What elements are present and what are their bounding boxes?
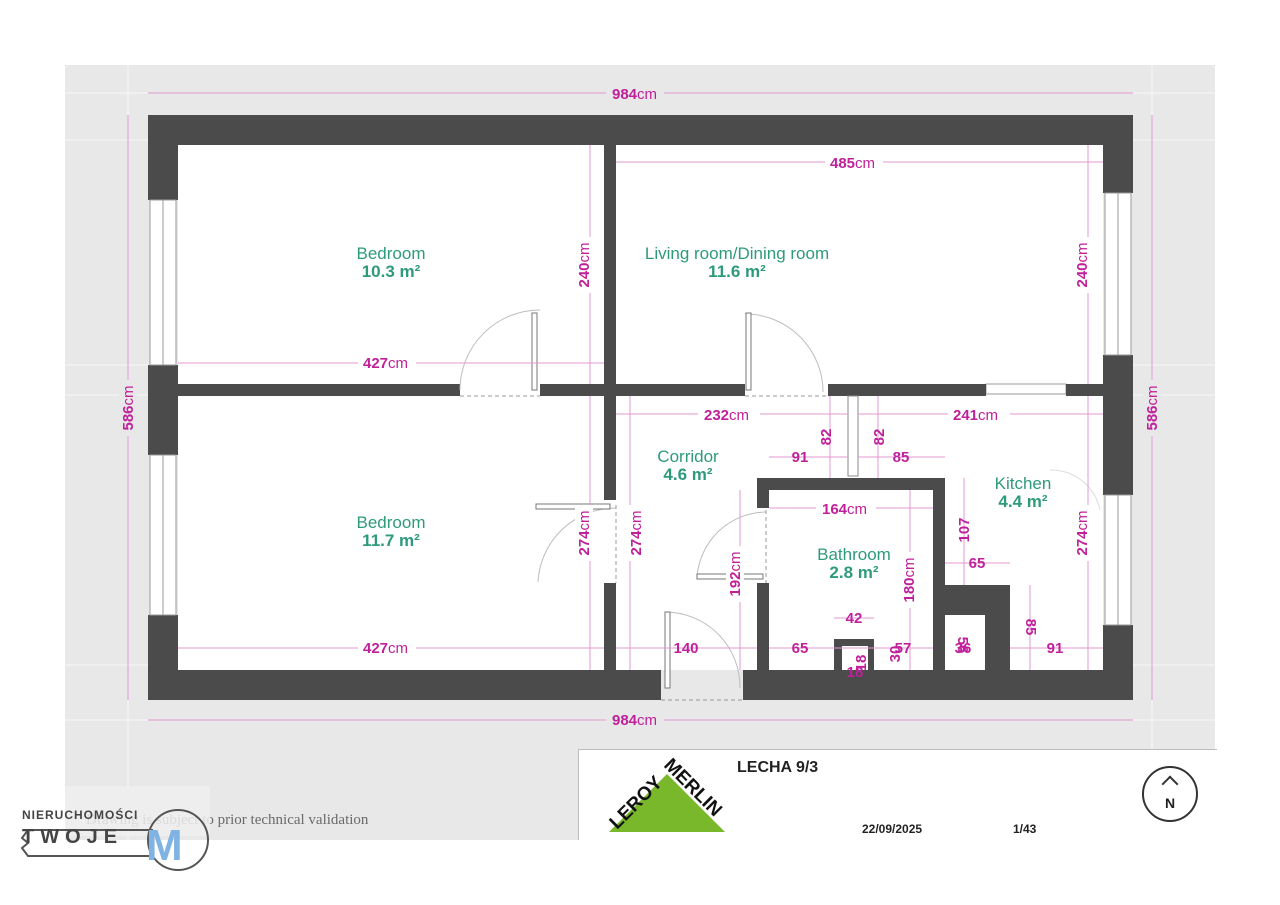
dimension-label: 984cm bbox=[612, 712, 657, 729]
room-area: 4.6 m² bbox=[663, 465, 712, 484]
dimension-label: 82 bbox=[871, 429, 888, 446]
windows bbox=[149, 192, 1132, 626]
room-area: 11.6 m² bbox=[708, 262, 766, 281]
interior-walls bbox=[178, 145, 1103, 670]
room-name: Kitchen bbox=[995, 474, 1052, 493]
leroy-merlin-logo: LEROY MERLIN bbox=[606, 755, 726, 834]
dimension-labels: 984cm 984cm 485cm 427cm 427cm 232cm 241c… bbox=[358, 84, 1010, 729]
room-name: Bedroom bbox=[357, 513, 426, 532]
dimension-label: 42 bbox=[846, 610, 863, 627]
dimension-label: 18 bbox=[853, 655, 870, 672]
door-thresholds bbox=[460, 395, 828, 701]
dimension-label: 91 bbox=[792, 449, 809, 466]
dimension-label: 30 bbox=[887, 646, 904, 663]
dimension-label: 65 bbox=[969, 555, 986, 572]
plan-date: 22/09/2025 bbox=[862, 822, 923, 836]
room-area: 10.3 m² bbox=[362, 262, 421, 281]
dimension-label: 192cm bbox=[727, 551, 744, 596]
dimension-label: 274cm bbox=[628, 510, 645, 555]
dimension-label: 85 bbox=[1022, 619, 1039, 636]
dimension-label: 85 bbox=[893, 449, 910, 466]
dimension-label: 240cm bbox=[576, 242, 593, 287]
dimension-label: 180cm bbox=[901, 557, 918, 602]
dimension-label: 586cm bbox=[120, 385, 137, 430]
dimension-label: 56 bbox=[954, 637, 971, 654]
dimension-label: 18 bbox=[847, 664, 864, 681]
dimension-label: 427cm bbox=[363, 640, 408, 657]
title-block: LEROY MERLIN LECHA 9/3 22/09/2025 1/43 N bbox=[578, 749, 1217, 840]
dimension-label: 485cm bbox=[830, 155, 875, 172]
exterior-walls bbox=[148, 115, 1133, 700]
dimension-label: 107 bbox=[956, 517, 973, 542]
watermark-top-text: NIERUCHOMOŚCI bbox=[22, 808, 139, 822]
dimension-label: 427cm bbox=[363, 355, 408, 372]
room-name: Bathroom bbox=[817, 545, 891, 564]
plan-title: LECHA 9/3 bbox=[737, 759, 819, 776]
dimension-label: 36 bbox=[955, 640, 972, 657]
room-area: 11.7 m² bbox=[362, 531, 420, 550]
north-arrow-icon bbox=[1161, 775, 1179, 793]
dimension-labels-vertical: 586cm 586cm 240cm 240cm 274cm 274cm 274c… bbox=[119, 237, 1161, 608]
svg-text:M: M bbox=[146, 821, 183, 870]
duct-opening bbox=[842, 646, 868, 670]
dimension-label: 274cm bbox=[576, 510, 593, 555]
page-number: 1/43 bbox=[1013, 822, 1037, 836]
dimension-label: 140 bbox=[673, 640, 698, 657]
dimension-label: 274cm bbox=[1074, 510, 1091, 555]
compass-icon: N bbox=[1142, 766, 1198, 822]
dimension-label: 232cm bbox=[704, 407, 749, 424]
dimension-label: 586cm bbox=[1144, 385, 1161, 430]
room-area: 4.4 m² bbox=[998, 492, 1047, 511]
dimension-label: 82 bbox=[818, 429, 835, 446]
room-name: Bedroom bbox=[357, 244, 426, 263]
watermark-key-text: TWOJE bbox=[22, 826, 124, 848]
room-area: 2.8 m² bbox=[829, 563, 878, 582]
dimension-label: 65 bbox=[792, 640, 809, 657]
dimension-label: 164cm bbox=[822, 501, 867, 518]
room-labels: Bedroom 10.3 m² Living room/Dining room … bbox=[357, 244, 1052, 582]
room-name: Living room/Dining room bbox=[645, 244, 829, 263]
dimension-label: 984cm bbox=[612, 86, 657, 103]
dimension-label: 57 bbox=[895, 640, 912, 657]
small-dimensions: 91 82 82 85 107 65 85 42 140 65 57 30 18… bbox=[673, 429, 1063, 681]
compass-label: N bbox=[1164, 795, 1176, 811]
dimension-label: 241cm bbox=[953, 407, 998, 424]
watermark-logo: M bbox=[20, 809, 209, 871]
dimension-label: 91 bbox=[1047, 640, 1064, 657]
room-name: Corridor bbox=[657, 447, 719, 466]
dimension-label: 240cm bbox=[1074, 242, 1091, 287]
